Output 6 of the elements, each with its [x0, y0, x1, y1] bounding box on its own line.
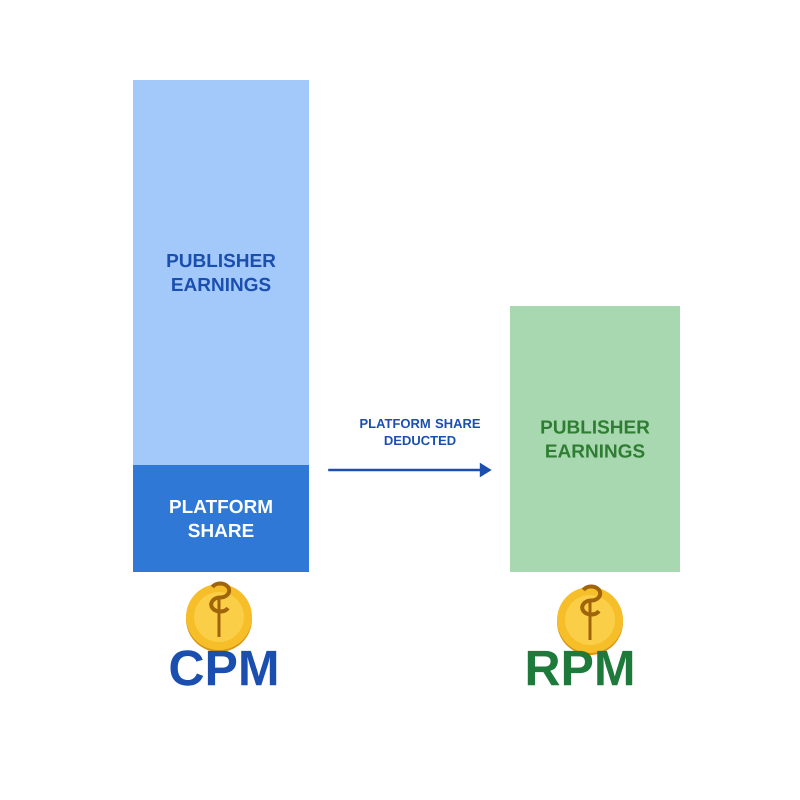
bar-label: RPM — [528, 650, 632, 686]
edge-label: PLATFORM SHARE DEDUCTED — [360, 418, 480, 446]
bar-segment: PLATFORM SHARE — [133, 465, 309, 572]
bar-label: CPM — [170, 650, 276, 686]
bar-segment: PUBLISHER EARNINGS — [133, 80, 309, 465]
bar-segment: PUBLISHER EARNINGS — [510, 306, 680, 572]
